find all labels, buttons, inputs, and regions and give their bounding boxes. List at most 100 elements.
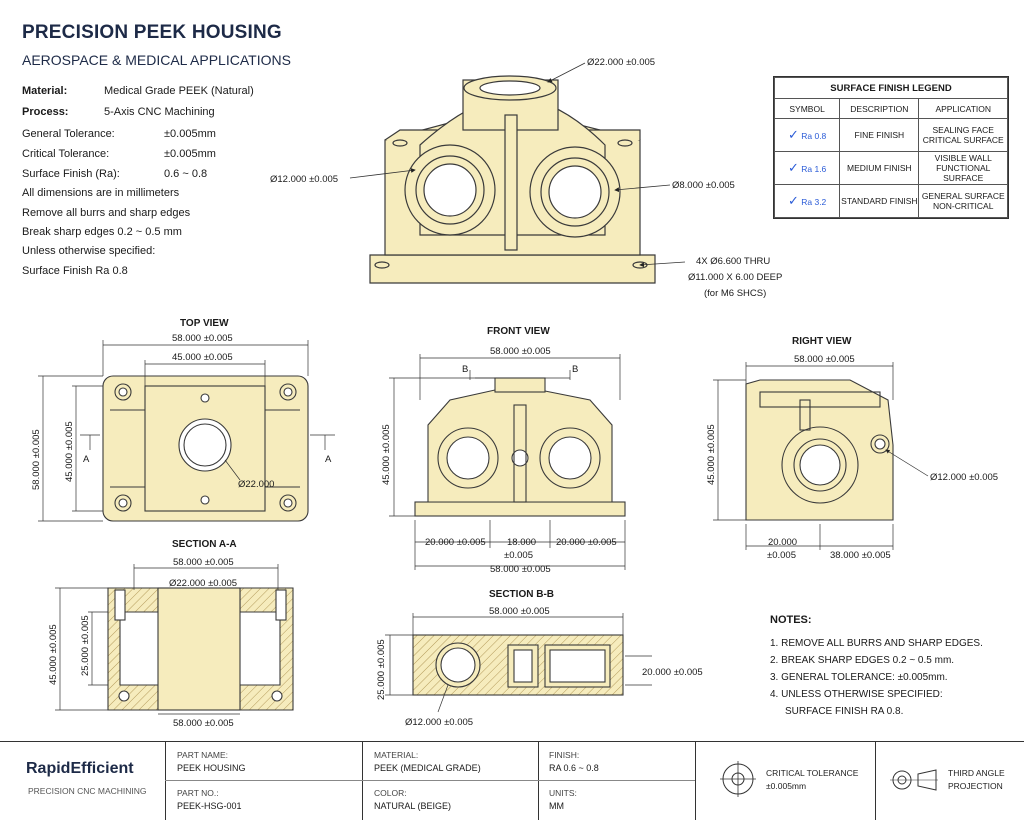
top-view-label: TOP VIEW xyxy=(180,318,229,329)
finish-value: RA 0.6 ~ 0.8 xyxy=(549,763,599,773)
note-4: 4. UNLESS OTHERWISE SPECIFIED: xyxy=(770,689,943,700)
tb-divider xyxy=(165,742,166,820)
spec-gen-tol-value: ±0.005mm xyxy=(164,128,216,140)
title-block: RapidEfficient PRECISION CNC MACHINING P… xyxy=(0,741,1024,820)
section-aa-height-inner: 25.000 ±0.005 xyxy=(80,615,91,676)
tb-divider xyxy=(875,742,876,820)
section-aa xyxy=(107,587,294,711)
front-dim-mid-2: ±0.005 xyxy=(504,550,533,561)
right-width: 58.000 ±0.005 xyxy=(794,354,855,365)
legend-app-1: SEALING FACE xyxy=(932,125,994,135)
spec-line-4: Unless otherwise specified: xyxy=(22,245,156,257)
section-bb xyxy=(412,634,624,696)
top-section-mark-right: A xyxy=(325,454,332,465)
legend-description: FINE FINISH xyxy=(839,118,920,152)
third-angle-projection-icon xyxy=(890,769,938,791)
spec-line-5: Surface Finish Ra 0.8 xyxy=(22,265,128,277)
tb-divider xyxy=(538,742,539,820)
spec-process-label: Process: xyxy=(22,106,69,118)
note-2: 2. BREAK SHARP EDGES 0.2 ~ 0.5 mm. xyxy=(770,655,955,666)
spec-process: Process: xyxy=(22,105,68,119)
section-bb-height: 25.000 ±0.005 xyxy=(376,639,387,700)
top-width-inner: 45.000 ±0.005 xyxy=(172,352,233,363)
drawing-canvas: Ø22.000 ±0.005 Ø12.000 ±0.005 Ø8.000 ±0.… xyxy=(31,57,998,729)
projection-line-2: PROJECTION xyxy=(948,781,1003,791)
section-aa-label: SECTION A-A xyxy=(172,539,237,550)
iso-left-dia: Ø12.000 ±0.005 xyxy=(270,174,338,185)
surface-finish-legend: SURFACE FINISH LEGEND SYMBOL DESCRIPTION… xyxy=(773,76,1009,219)
top-section-mark-left: A xyxy=(83,454,90,465)
legend-ra: Ra 1.6 xyxy=(801,164,827,174)
spec-material-value: Medical Grade PEEK (Natural) xyxy=(104,85,254,97)
front-section-mark-right: B xyxy=(572,364,578,375)
right-view-label: RIGHT VIEW xyxy=(792,336,852,347)
front-width: 58.000 ±0.005 xyxy=(490,346,551,357)
legend-app-2: CRITICAL SURFACE xyxy=(922,135,1004,145)
front-view-dims xyxy=(389,354,626,570)
drawing-title: PRECISION PEEK HOUSING xyxy=(22,22,282,43)
material-value: PEEK (MEDICAL GRADE) xyxy=(374,763,481,773)
checkmark-icon: ✓ xyxy=(787,193,799,208)
section-bb-dia: Ø12.000 ±0.005 xyxy=(405,717,473,728)
front-dim-right: 20.000 ±0.005 xyxy=(556,537,617,548)
spec-line-3: Break sharp edges 0.2 ~ 0.5 mm xyxy=(22,226,182,238)
right-dia: Ø12.000 ±0.005 xyxy=(930,472,998,483)
legend-app-1: GENERAL SURFACE xyxy=(921,191,1005,201)
section-aa-height-outer: 45.000 ±0.005 xyxy=(48,624,59,685)
tb-divider xyxy=(362,742,363,820)
front-view xyxy=(414,377,626,517)
drawing-subtitle: AEROSPACE & MEDICAL APPLICATIONS xyxy=(22,52,291,68)
iso-leaders xyxy=(349,62,686,268)
spec-line-2: Remove all burrs and sharp edges xyxy=(22,207,191,219)
spec-line-1: All dimensions are in millimeters xyxy=(22,187,180,199)
right-view xyxy=(745,379,894,521)
color-value: NATURAL (BEIGE) xyxy=(374,801,452,811)
legend-ra: Ra 0.8 xyxy=(801,131,827,141)
note-1: 1. REMOVE ALL BURRS AND SHARP EDGES. xyxy=(770,638,983,649)
color-label: COLOR: xyxy=(374,788,407,798)
spec-crit-tol-value: ±0.005mm xyxy=(164,148,216,160)
iso-holes-2: Ø11.000 X 6.00 DEEP xyxy=(688,272,782,283)
top-view xyxy=(102,375,309,522)
front-height: 45.000 ±0.005 xyxy=(381,424,392,485)
front-dim-mid-1: 18.000 xyxy=(507,537,536,548)
legend-ra: Ra 3.2 xyxy=(801,197,827,207)
iso-right-dia: Ø8.000 ±0.005 xyxy=(672,180,735,191)
material-label: MATERIAL: xyxy=(374,750,419,760)
legend-description: MEDIUM FINISH xyxy=(839,151,920,185)
isometric-view xyxy=(369,75,656,284)
spec-process-value: 5-Axis CNC Machining xyxy=(104,106,215,118)
right-height: 45.000 ±0.005 xyxy=(706,424,717,485)
units-value: MM xyxy=(549,801,564,811)
part-name-value: PEEK HOUSING xyxy=(177,763,246,773)
section-aa-bottom: 58.000 ±0.005 xyxy=(173,718,234,729)
projection-line-1: THIRD ANGLE xyxy=(948,768,1005,778)
front-dim-left: 20.000 ±0.005 xyxy=(425,537,486,548)
legend-row: ✓ Ra 3.2 STANDARD FINISH GENERAL SURFACE… xyxy=(773,184,1008,218)
tb-divider xyxy=(695,742,696,820)
spec-gen-tol-label: General Tolerance: xyxy=(22,128,115,140)
note-3: 3. GENERAL TOLERANCE: ±0.005mm. xyxy=(770,672,948,683)
finish-label: FINISH: xyxy=(549,750,580,760)
units-label: UNITS: xyxy=(549,788,577,798)
legend-app-1: VISIBLE WALL xyxy=(934,153,992,163)
notes-block: NOTES: 1. REMOVE ALL BURRS AND SHARP EDG… xyxy=(770,612,983,720)
brand-logo: RapidEfficient xyxy=(26,760,134,777)
right-dim-left-2: ±0.005 xyxy=(767,550,796,561)
section-aa-dims xyxy=(55,564,279,715)
right-dim-left-1: 20.000 xyxy=(768,537,797,548)
checkmark-icon: ✓ xyxy=(787,160,799,175)
spec-material-label: Material: xyxy=(22,85,68,97)
spec-finish-value: 0.6 ~ 0.8 xyxy=(164,168,208,180)
top-height-outer: 58.000 ±0.005 xyxy=(31,429,42,490)
legend-app-2: FUNCTIONAL SURFACE xyxy=(936,163,991,183)
section-bb-width: 58.000 ±0.005 xyxy=(489,606,550,617)
right-view-dims xyxy=(713,362,929,550)
checkmark-icon: ✓ xyxy=(787,127,799,142)
legend-app-2: NON-CRITICAL xyxy=(933,201,994,211)
part-name-label: PART NAME: xyxy=(177,750,229,760)
front-view-label: FRONT VIEW xyxy=(487,326,550,337)
brand-subtitle: PRECISION CNC MACHINING xyxy=(28,786,147,796)
iso-holes-1: 4X Ø6.600 THRU xyxy=(696,256,770,267)
iso-holes-3: (for M6 SHCS) xyxy=(704,288,766,299)
